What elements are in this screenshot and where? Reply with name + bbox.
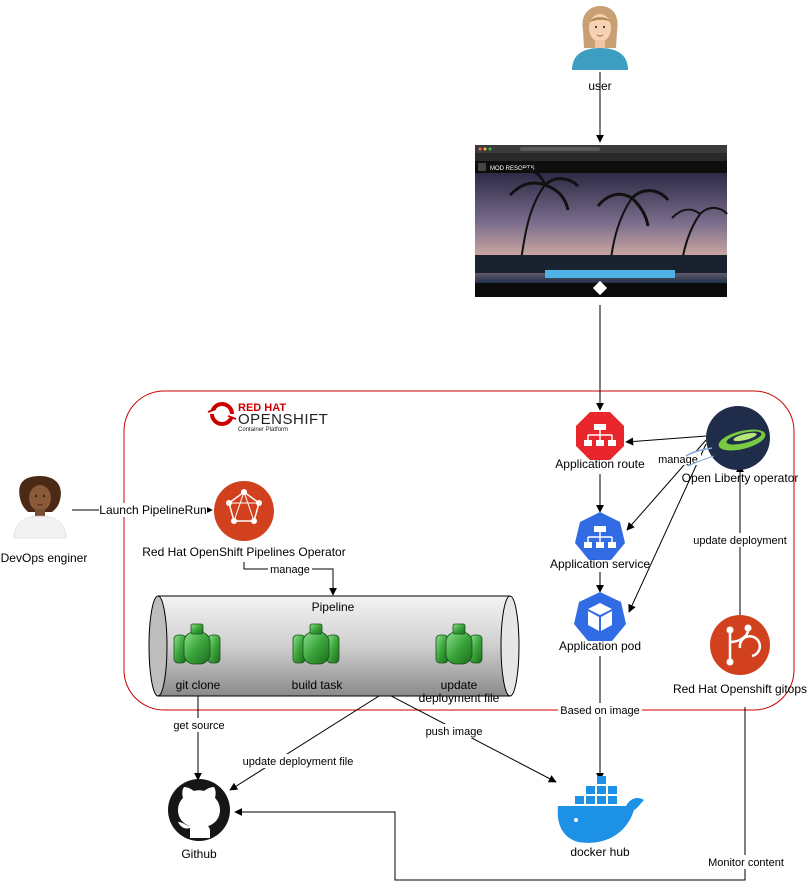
update-deployment-valve-icon xyxy=(435,623,483,665)
pipeline-label: Pipeline xyxy=(312,600,355,614)
app-pod-label: Application pod xyxy=(559,639,641,653)
gitops-label: Red Hat Openshift gitops xyxy=(673,682,807,696)
app-browser-screenshot: MOD RESORTS xyxy=(475,145,728,297)
update-deployment-label-line2: deployment file xyxy=(419,691,500,705)
openshift-brand-line2: OPENSHIFT xyxy=(238,411,328,428)
devops-avatar-icon xyxy=(13,476,67,539)
edge-label-launch: Launch PipelineRun xyxy=(99,503,206,517)
devops-label: DevOps enginer xyxy=(1,551,88,565)
github-icon xyxy=(168,779,230,841)
app-pod-icon xyxy=(574,592,626,641)
edge-labels: Launch PipelineRun manage manage get sou… xyxy=(99,452,790,869)
app-route-label: Application route xyxy=(555,457,645,471)
docker-hub-label: docker hub xyxy=(570,845,630,859)
update-deployment-label-line1: update xyxy=(441,678,478,692)
open-liberty-operator-label: Open Liberty operator xyxy=(682,471,799,485)
mod-resorts-logo-icon xyxy=(592,280,608,296)
openshift-ring-icon xyxy=(207,402,237,426)
git-clone-label: git clone xyxy=(176,678,221,692)
edge-label-update-deployment: update deployment xyxy=(693,535,787,547)
openshift-brand-line3: Container Platform xyxy=(238,427,288,433)
gitops-icon xyxy=(710,615,770,675)
github-label: Github xyxy=(181,847,217,861)
edge-label-update-deployment-file: update deployment file xyxy=(243,756,354,768)
edge-label-monitor-content: Monitor content xyxy=(708,857,784,869)
openshift-logo: RED HAT OPENSHIFT Container Platform xyxy=(207,402,328,433)
openshift-cluster-boundary xyxy=(123,390,795,711)
edge-label-manage-pipeline: manage xyxy=(270,564,310,576)
docker-hub-icon xyxy=(557,776,644,843)
edge-label-get-source: get source xyxy=(173,720,224,732)
open-liberty-operator-icon xyxy=(685,406,770,470)
build-task-valve-icon xyxy=(292,623,340,665)
app-route-icon xyxy=(576,412,624,460)
app-service-label: Application service xyxy=(550,557,650,571)
user-avatar-icon xyxy=(572,6,628,70)
pipelines-operator-label: Red Hat OpenShift Pipelines Operator xyxy=(142,545,345,559)
build-task-label: build task xyxy=(292,678,344,692)
app-service-icon xyxy=(575,512,625,560)
edge-label-based-on-image: Based on image xyxy=(560,705,640,717)
edge-label-push-image: push image xyxy=(426,726,483,738)
pipelines-operator-icon xyxy=(214,481,274,541)
openshift-brand-line1: RED HAT xyxy=(238,402,286,414)
git-clone-valve-icon xyxy=(173,623,221,665)
edge-label-manage-liberty: manage xyxy=(658,454,698,466)
browser-site-name: MOD RESORTS xyxy=(490,166,535,172)
